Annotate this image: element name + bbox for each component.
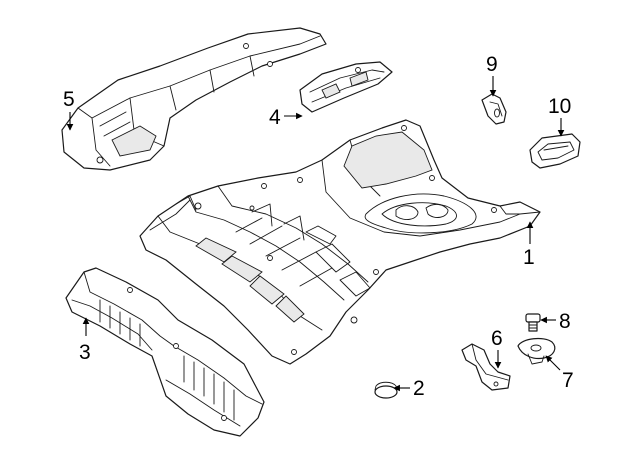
part-1-rear-floor-pan[interactable] (139, 119, 541, 365)
callout-3: 3 (79, 341, 91, 364)
callout-8: 8 (559, 310, 571, 333)
callout-10: 10 (548, 95, 571, 118)
leader-7 (545, 355, 561, 371)
leader-lines (66, 76, 565, 392)
callout-labels: 1 2 3 4 5 6 7 8 9 10 (63, 53, 574, 400)
part-2-plug[interactable] (374, 381, 398, 399)
callout-5: 5 (63, 88, 75, 111)
callout-6: 6 (491, 327, 503, 350)
part-9-small-bracket[interactable] (481, 93, 507, 125)
part-8-bolt[interactable] (525, 313, 541, 332)
callout-9: 9 (486, 53, 498, 76)
part-10-tray-bracket[interactable] (529, 133, 581, 169)
callout-2: 2 (413, 377, 425, 400)
callout-7: 7 (562, 369, 574, 392)
part-5-rail-extension[interactable] (61, 27, 327, 171)
callout-4: 4 (269, 106, 281, 129)
callout-1: 1 (523, 246, 535, 269)
part-3-crossmember[interactable] (65, 267, 265, 437)
part-6-bracket[interactable] (461, 343, 511, 391)
part-4-reinforcement[interactable] (299, 61, 393, 113)
part-7-clip[interactable] (517, 337, 556, 365)
